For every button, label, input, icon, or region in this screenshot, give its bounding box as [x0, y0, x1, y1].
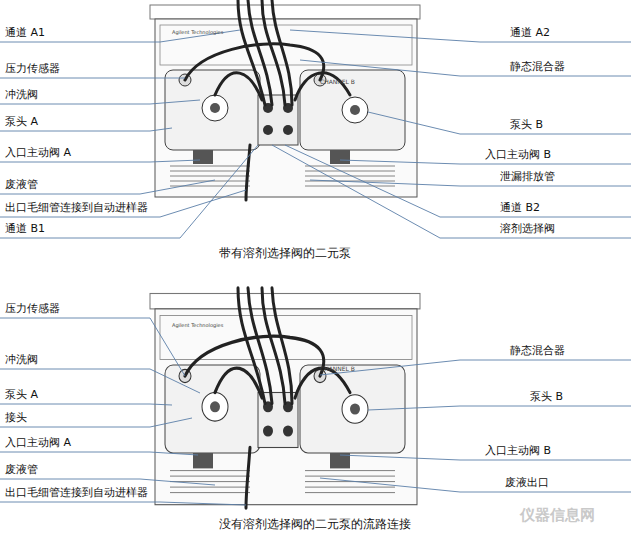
part-label: 泵头 A — [5, 388, 38, 401]
part-label: 入口主动阀 A — [5, 436, 71, 449]
part-label: 通道 B2 — [500, 201, 540, 214]
caption-text: 没有溶剂选择阀的二元泵的流路连接 — [219, 517, 411, 531]
part-label: 入口主动阀 B — [485, 148, 551, 161]
part-label: 通道 A2 — [510, 26, 550, 39]
watermark: 仪器信息网 — [520, 506, 595, 524]
part-label: 废液管 — [5, 463, 38, 476]
part-label: 通道 A1 — [5, 26, 45, 39]
brand-text: CHANNEL B — [320, 78, 355, 85]
part-label: 静态混合器 — [510, 344, 565, 357]
part-label: 出口毛细管连接到自动进样器 — [5, 486, 148, 499]
part-label: 废液管 — [5, 178, 38, 191]
part-label: 静态混合器 — [510, 60, 565, 73]
brand-text: Agilent Technologies — [172, 29, 223, 35]
brand-text: Agilent Technologies — [172, 322, 223, 328]
part-label: 泵头 B — [510, 118, 543, 131]
part-label: 压力传感器 — [5, 302, 60, 315]
part-label: 泄漏排放管 — [500, 170, 555, 183]
part-label: 溶剂选择阀 — [500, 222, 555, 235]
part-label: 冲洗阀 — [5, 353, 38, 366]
part-label: 压力传感器 — [5, 62, 60, 75]
part-label: 出口毛细管连接到自动进样器 — [5, 201, 148, 214]
part-label: 泵头 B — [530, 390, 563, 403]
part-label: 通道 B1 — [5, 222, 45, 235]
caption-text: 带有溶剂选择阀的二元泵 — [219, 246, 351, 260]
part-label: 接头 — [5, 411, 27, 424]
part-label: 入口主动阀 B — [485, 444, 551, 457]
part-label: 入口主动阀 A — [5, 146, 71, 159]
part-label: 冲洗阀 — [5, 88, 38, 101]
part-label: 泵头 A — [5, 115, 38, 128]
part-label: 废液出口 — [505, 476, 549, 489]
brand-text: CHANNEL B — [320, 365, 355, 372]
